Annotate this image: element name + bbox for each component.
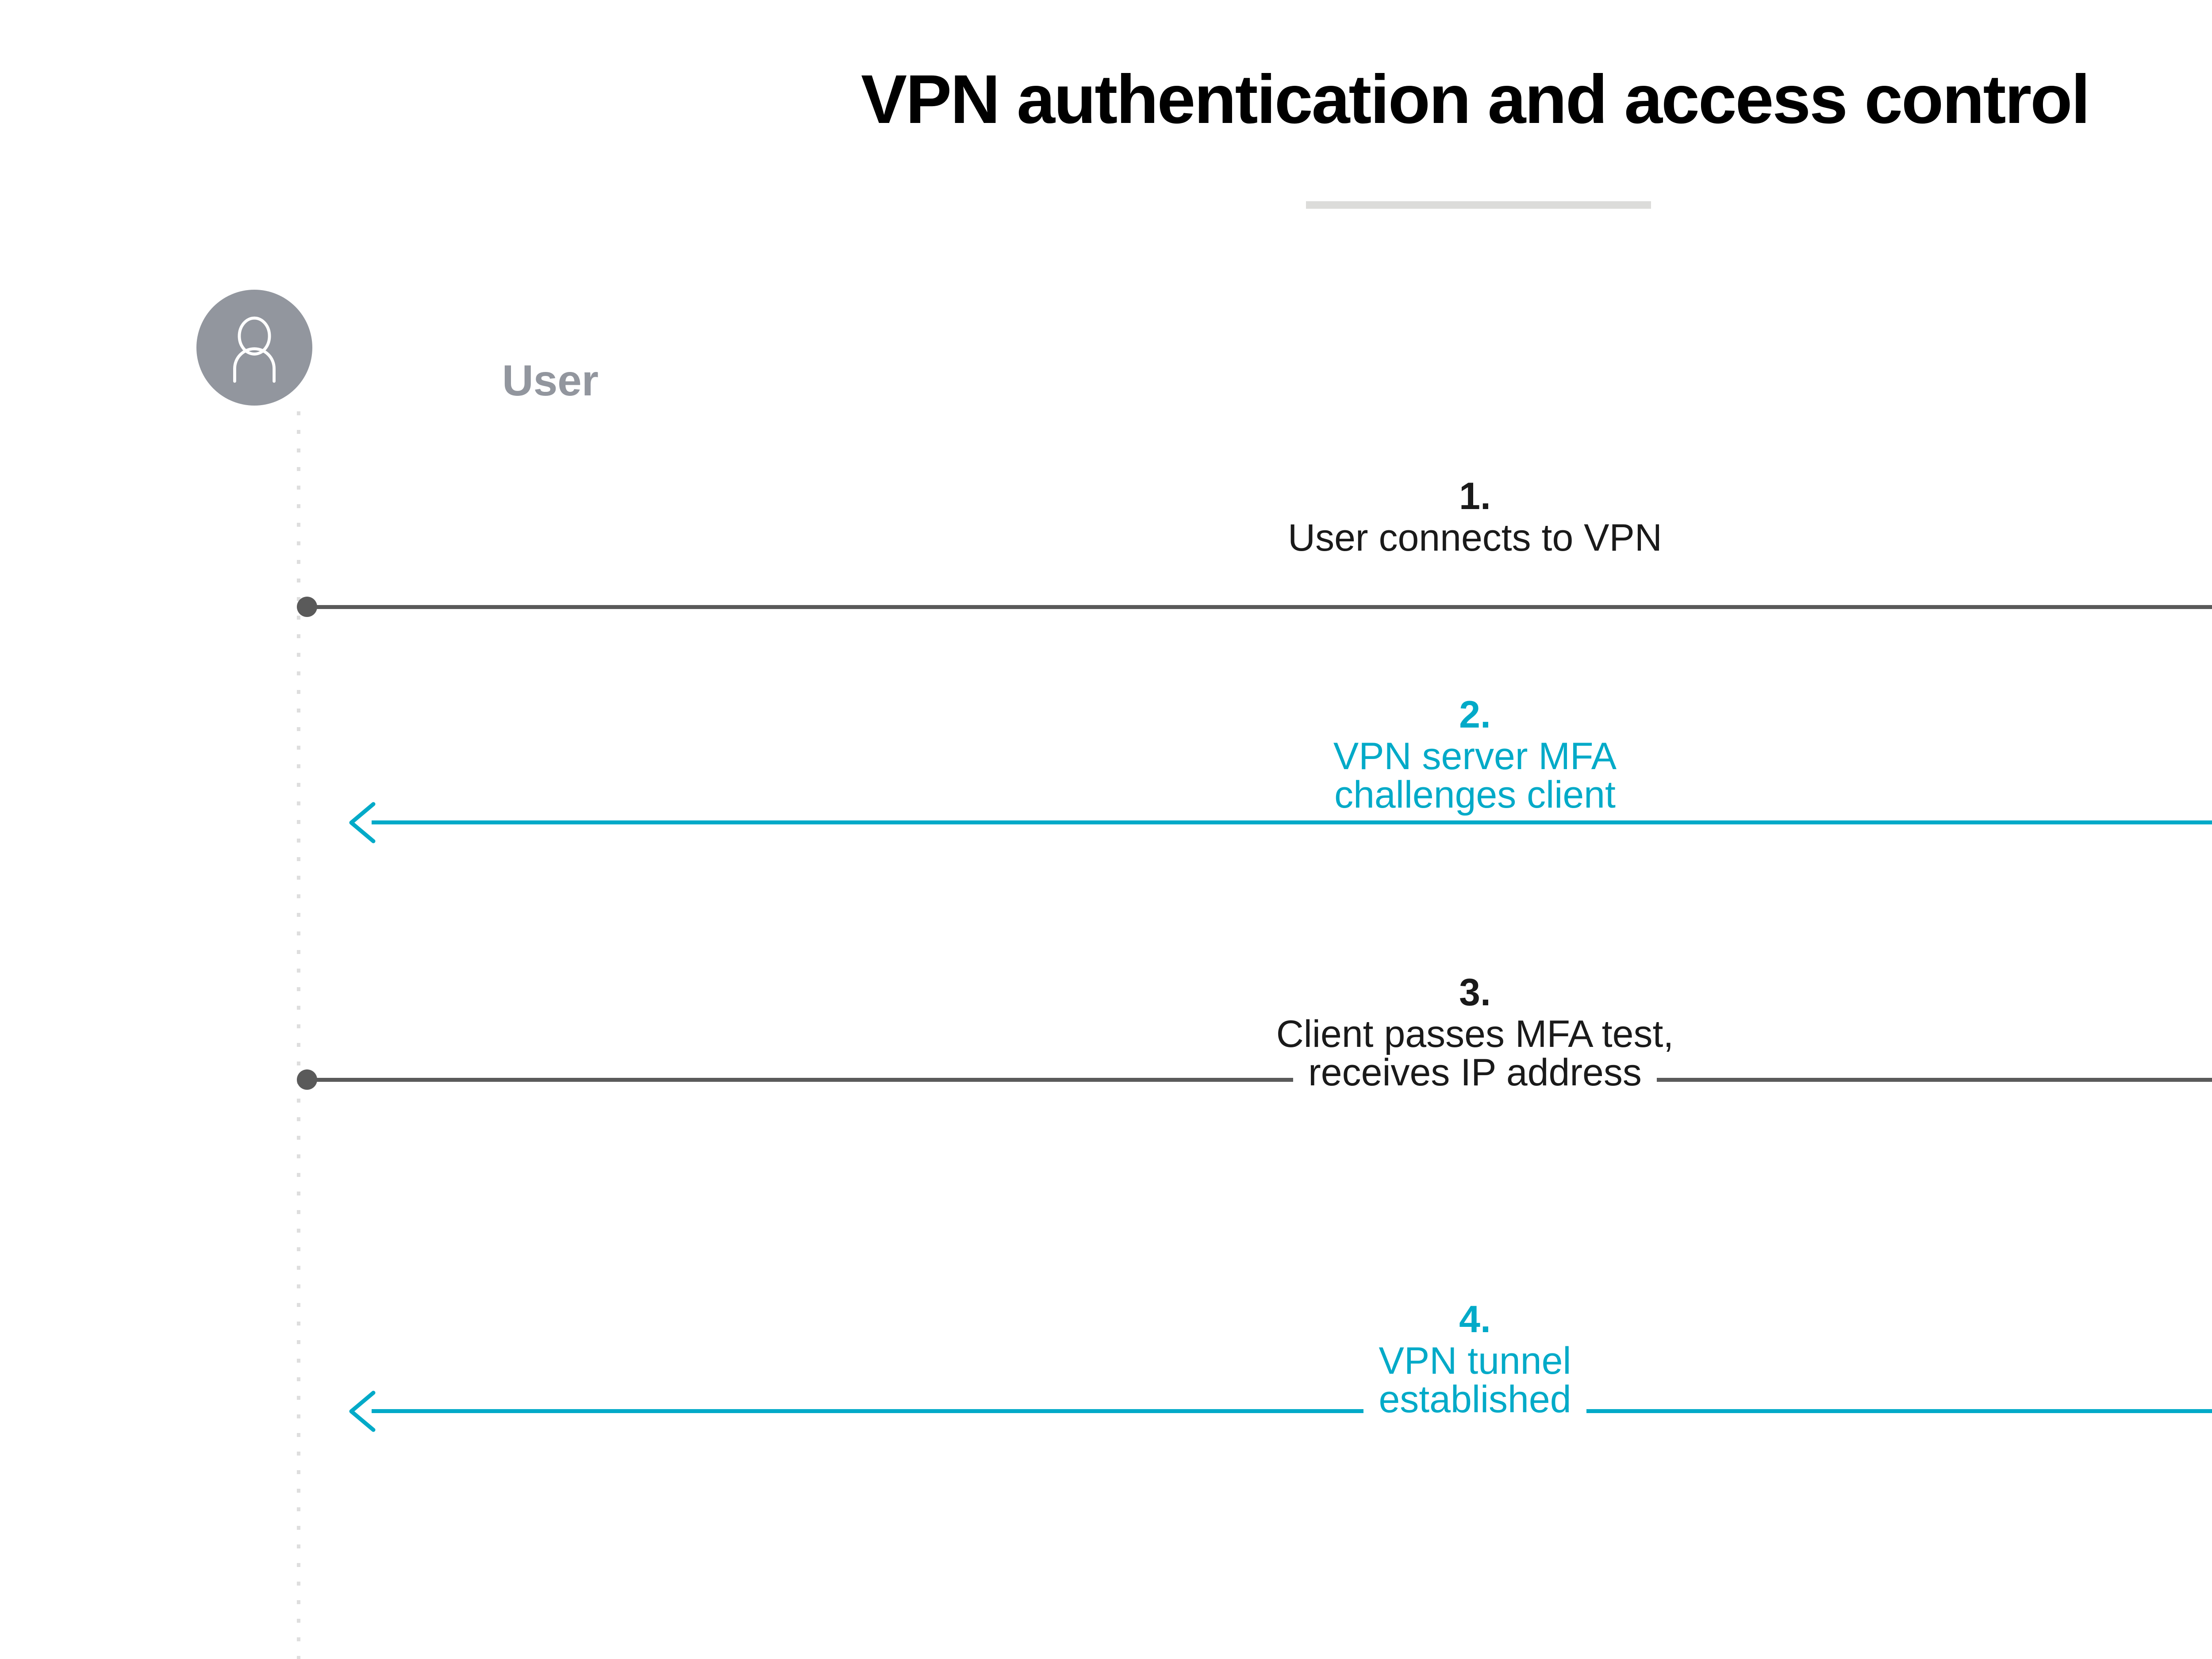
- message-line-text-2-1: VPN server MFA: [1318, 737, 1632, 776]
- message-line-4: [372, 1409, 2212, 1413]
- message-line-2: [372, 820, 2212, 824]
- actor-user-label: User: [502, 356, 599, 405]
- message-number-3: 3.: [1459, 971, 1491, 1014]
- message-number-2: 2.: [1459, 693, 1491, 736]
- person-icon: [233, 316, 276, 383]
- title-divider: [1306, 201, 1651, 209]
- message-line-1: [307, 605, 2212, 609]
- message-body-3: Client passes MFA test, receives IP addr…: [0, 1015, 2212, 1093]
- message-text-4: 4. VPN tunnel established: [0, 1298, 2212, 1420]
- message-text-1: 1. User connects to VPN: [0, 475, 2212, 558]
- message-line-text-3-1: Client passes MFA test,: [1261, 1015, 1689, 1054]
- actor-vpn-label: VPN: [1947, 354, 2212, 407]
- message-line-text-2-2: challenges client: [1319, 776, 1631, 815]
- message-number-4: 4.: [1459, 1298, 1491, 1341]
- message-body-4: VPN tunnel established: [0, 1341, 2212, 1420]
- arrowhead-left-icon-4: [345, 1387, 380, 1436]
- message-number-1: 1.: [1459, 475, 1491, 517]
- message-line-text-4-1: VPN tunnel: [1363, 1341, 1586, 1381]
- message-text-2: 2. VPN server MFA challenges client: [0, 693, 2212, 815]
- arrowhead-left-icon-2: [345, 798, 380, 847]
- message-body-1: User connects to VPN: [0, 518, 2212, 558]
- message-line-text-1-1: User connects to VPN: [1272, 518, 1678, 558]
- actor-user-avatar: [196, 290, 312, 406]
- message-body-2: VPN server MFA challenges client: [0, 737, 2212, 815]
- message-line-text-3-2: receives IP address: [1293, 1054, 1657, 1093]
- message-line-text-4-2: established: [1363, 1380, 1586, 1420]
- message-line-3: [307, 1078, 2212, 1082]
- lifeline-user: [297, 411, 300, 1659]
- page-title: VPN authentication and access control: [861, 61, 2090, 138]
- message-text-3: 3. Client passes MFA test, receives IP a…: [0, 971, 2212, 1093]
